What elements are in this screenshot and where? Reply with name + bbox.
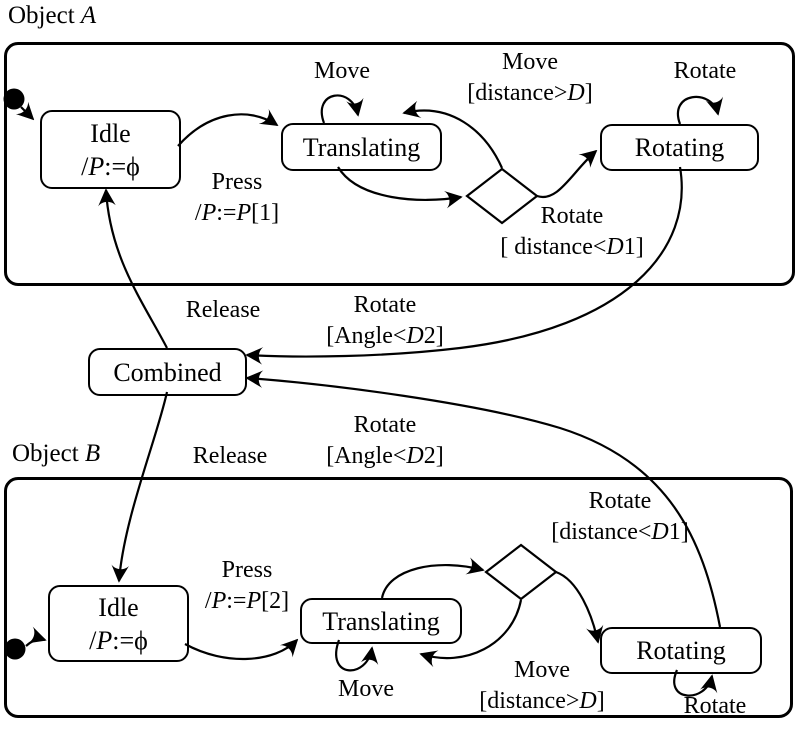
state-idle-a-action: /P:=ϕ (81, 151, 140, 181)
state-idle-a-name: Idle (90, 118, 131, 148)
label-rotate-guard-b-event: Rotate (588, 488, 652, 514)
state-idle-b-name: Idle (98, 592, 139, 622)
label-release-a-text: Release (185, 297, 261, 323)
label-rotate-guard-a: Rotate [ distance<D1] (472, 201, 672, 263)
label-move-guard-b-event: Move (514, 657, 570, 683)
state-rotating-a: Rotating (600, 124, 759, 171)
state-idle-b-action: /P:=ϕ (89, 625, 148, 655)
label-press-a: Press /P:=P[1] (167, 167, 307, 229)
state-idle-a: Idle /P:=ϕ (40, 110, 181, 189)
label-move-guard-b: Move [distance>D] (452, 655, 632, 717)
label-rotate-angle-a: Rotate [Angle<D2] (305, 290, 465, 352)
label-move-self-a-text: Move (314, 58, 370, 84)
label-press-b-action: /P:=P[2] (204, 588, 290, 614)
label-rotate-self-b-text: Rotate (683, 693, 747, 719)
label-rotate-angle-b-event: Rotate (353, 412, 417, 438)
label-rotate-angle-b: Rotate [Angle<D2] (305, 410, 465, 472)
label-press-b-event: Press (221, 557, 273, 583)
label-press-a-action: /P:=P[1] (194, 200, 280, 226)
label-rotate-guard-a-event: Rotate (540, 203, 604, 229)
label-rotate-guard-b-cond: [distance<D1] (551, 519, 689, 545)
state-translating-b-name: Translating (322, 606, 440, 636)
label-move-guard-b-cond: [distance>D] (479, 688, 605, 714)
object-a-title: Object A (8, 2, 97, 29)
state-combined-name: Combined (113, 357, 222, 387)
state-translating-a: Translating (281, 123, 442, 171)
object-b-title: Object B (12, 440, 101, 467)
label-rotate-self-b: Rotate (665, 691, 765, 722)
label-release-a: Release (163, 295, 283, 326)
label-rotate-self-a: Rotate (655, 56, 755, 87)
label-move-self-b: Move (316, 674, 416, 705)
label-release-b-text: Release (192, 443, 268, 469)
label-rotate-angle-a-event: Rotate (353, 292, 417, 318)
state-rotating-b-name: Rotating (636, 636, 726, 665)
label-move-self-b-text: Move (338, 676, 394, 702)
state-rotating-a-name: Rotating (634, 133, 725, 162)
label-rotate-guard-b: Rotate [distance<D1] (520, 486, 720, 548)
label-rotate-self-a-text: Rotate (673, 58, 737, 84)
label-rotate-guard-a-cond: [ distance<D1] (500, 234, 644, 260)
label-move-guard-a: Move [distance>D] (440, 47, 620, 109)
label-move-guard-a-event: Move (502, 49, 558, 75)
state-translating-b: Translating (300, 598, 462, 644)
label-press-a-event: Press (211, 169, 263, 195)
label-move-guard-a-cond: [distance>D] (467, 80, 593, 106)
label-press-b: Press /P:=P[2] (177, 555, 317, 617)
label-move-self-a: Move (292, 56, 392, 87)
state-rotating-b: Rotating (600, 627, 762, 674)
label-release-b: Release (170, 441, 290, 472)
state-translating-a-name: Translating (302, 132, 421, 162)
label-rotate-angle-a-cond: [Angle<D2] (326, 323, 444, 349)
state-combined: Combined (88, 348, 247, 396)
label-rotate-angle-b-cond: [Angle<D2] (326, 443, 444, 469)
state-idle-b: Idle /P:=ϕ (48, 585, 189, 662)
